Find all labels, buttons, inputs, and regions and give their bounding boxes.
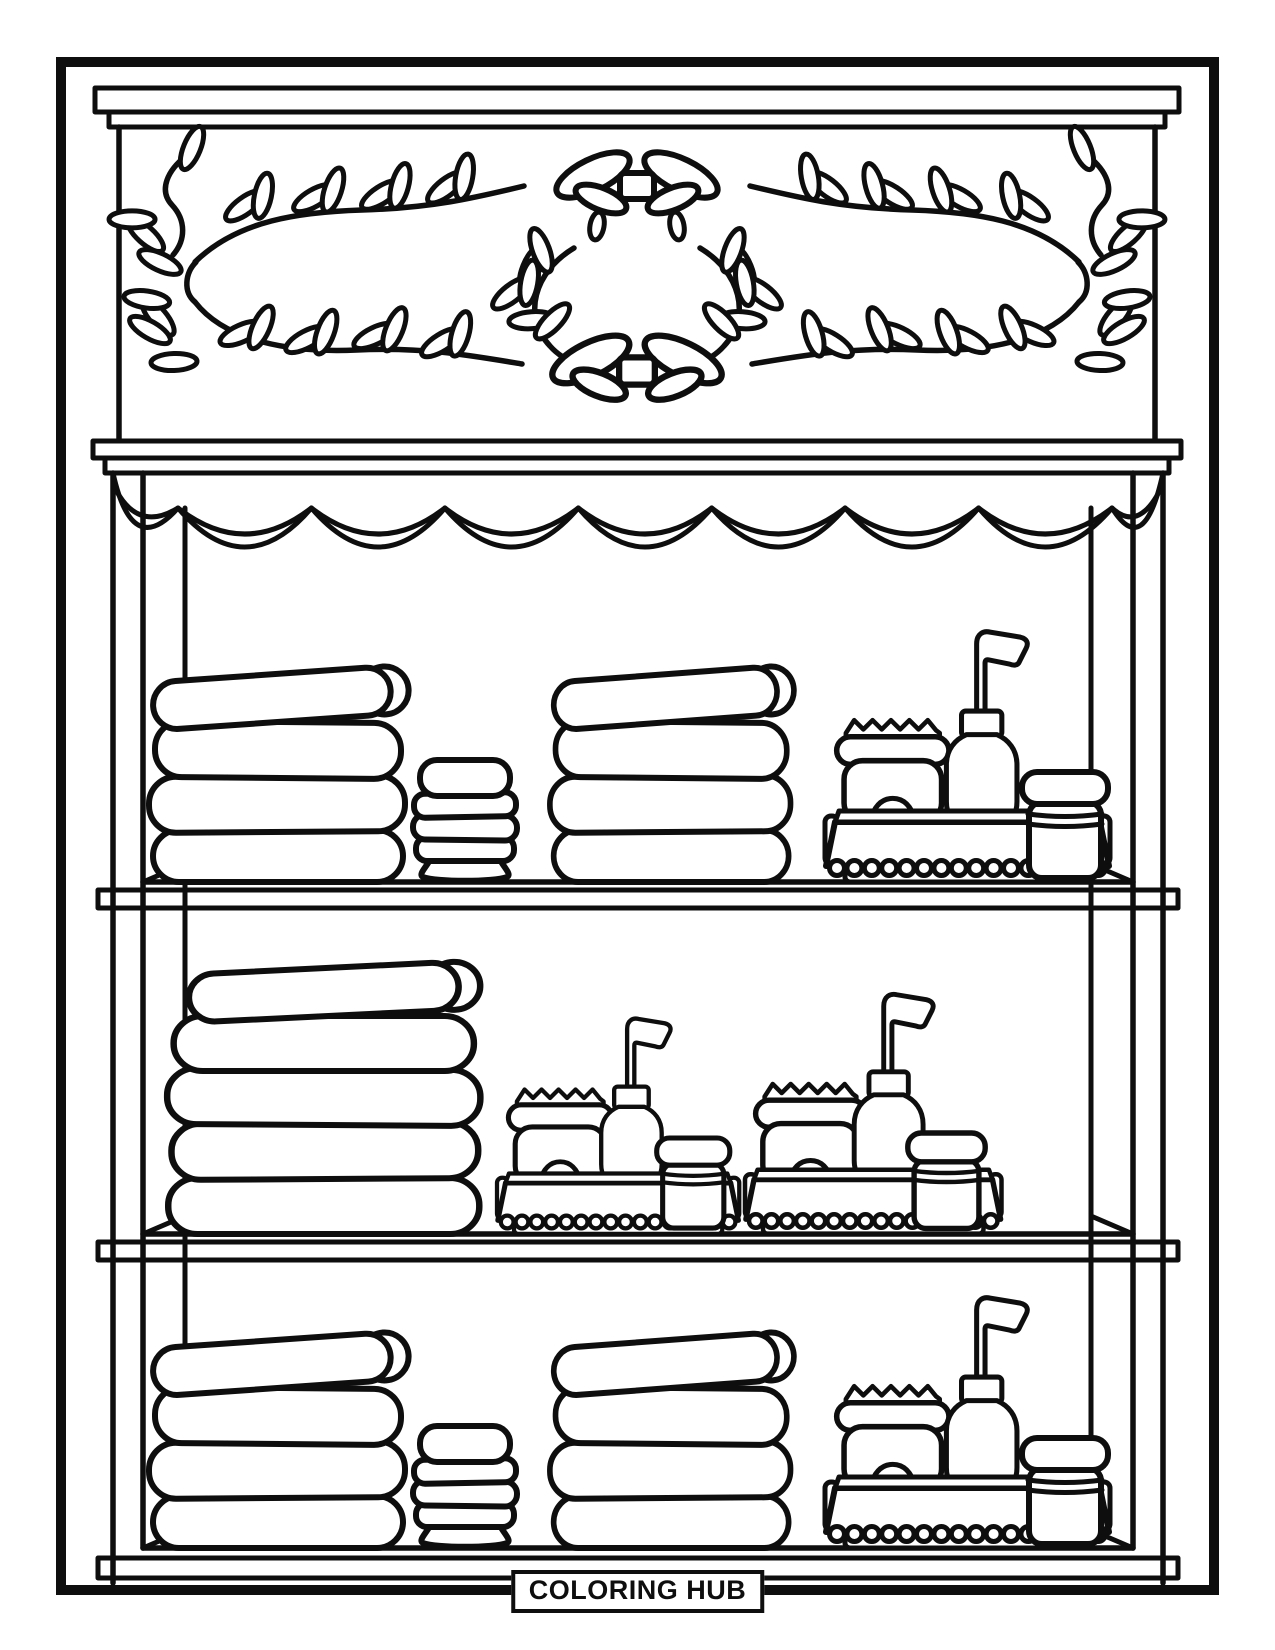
vine-flourish-right <box>750 123 1170 371</box>
toiletry-tray-set <box>825 1298 1110 1548</box>
shelf-row-1 <box>149 632 1110 882</box>
cream-jar <box>657 1138 730 1228</box>
toiletry-tray-set <box>825 632 1110 882</box>
scrub-jar <box>508 1090 612 1184</box>
towel-stack <box>149 665 410 882</box>
ribbon-bow-bottom <box>546 326 729 406</box>
toiletry-tray-set <box>497 1019 739 1234</box>
scrub-jar <box>837 720 949 821</box>
washcloth-stack <box>413 1426 517 1547</box>
pump-soap-dispenser <box>946 1298 1027 1488</box>
scalloped-valance <box>110 470 1166 550</box>
vine-flourish-left <box>104 123 524 371</box>
towel-stack <box>550 1331 796 1548</box>
mid-cornice <box>90 438 1184 476</box>
top-cornice <box>92 85 1182 130</box>
towel-stack <box>149 1331 410 1548</box>
towel-stack <box>167 961 482 1234</box>
decor-panel <box>104 123 1170 444</box>
scrub-jar <box>837 1386 949 1487</box>
shelf-row-3 <box>149 1298 1110 1548</box>
cream-jar <box>1022 1438 1108 1544</box>
brand-badge: COLORING HUB <box>510 1570 765 1613</box>
washcloth-stack <box>413 760 517 881</box>
pump-soap-dispenser <box>946 632 1027 822</box>
cream-jar <box>908 1133 985 1228</box>
cream-jar <box>1022 772 1108 878</box>
ribbon-bow-top <box>550 143 724 219</box>
shelf-row-2 <box>167 961 1002 1234</box>
towel-stack <box>550 665 796 882</box>
toiletry-tray-set <box>745 994 1002 1233</box>
